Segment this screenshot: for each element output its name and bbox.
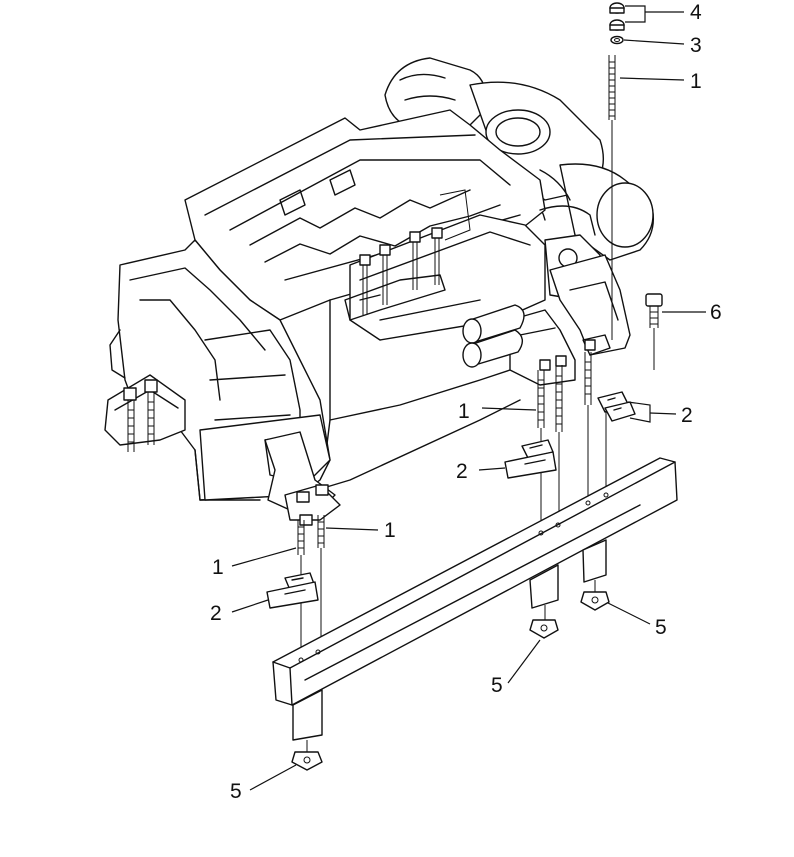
callout-stud-rear: 1 xyxy=(458,400,470,423)
top-center-bolts xyxy=(344,189,471,321)
rear-right-mount-bracket xyxy=(509,254,631,386)
left-rear-bolts xyxy=(123,379,158,452)
washer-top xyxy=(610,35,624,45)
hex-bolt xyxy=(645,293,663,370)
shim-center xyxy=(504,439,557,479)
nut-top xyxy=(609,2,625,31)
mount-nut-center xyxy=(529,619,559,639)
stud-bolts-rear-right xyxy=(537,352,607,530)
stud-bolts-front-left xyxy=(297,515,325,660)
engine-block xyxy=(109,57,654,501)
leader-lines xyxy=(231,5,706,791)
callout-stud-front-right: 1 xyxy=(384,519,396,542)
callout-washer: 3 xyxy=(690,34,702,57)
left-mount-bracket xyxy=(104,374,186,452)
callout-mount-nut-center: 5 xyxy=(491,674,503,697)
callout-shim-right: 2 xyxy=(681,404,693,427)
frame-rail xyxy=(272,457,678,752)
stud-bolt-top xyxy=(608,55,616,340)
mount-nut-right xyxy=(580,591,610,611)
coolant-pipes xyxy=(462,304,525,368)
callout-stud-top: 1 xyxy=(690,70,702,93)
callout-mount-nut-left: 5 xyxy=(230,780,242,803)
callout-hex-bolt: 6 xyxy=(710,301,722,324)
callout-shim-center: 2 xyxy=(456,460,468,483)
callout-nut: 4 xyxy=(690,1,702,24)
callout-stud-front-left: 1 xyxy=(212,556,224,579)
callout-shim-left: 2 xyxy=(210,602,222,625)
shim-left xyxy=(266,572,319,609)
front-left-mount-bracket xyxy=(264,431,341,526)
callout-labels: 4 3 1 6 2 1 2 1 1 2 5 5 5 xyxy=(210,1,722,803)
shim-right xyxy=(597,391,636,422)
callout-mount-nut-right: 5 xyxy=(655,616,667,639)
mount-nut-left xyxy=(291,751,323,771)
